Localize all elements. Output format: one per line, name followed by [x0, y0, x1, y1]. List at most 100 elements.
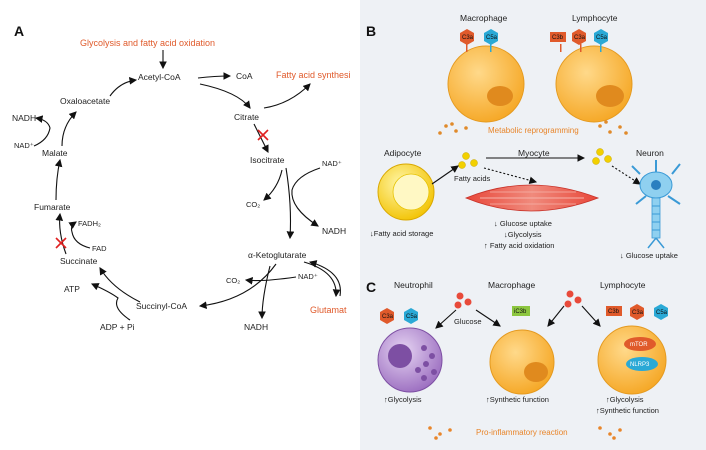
- metabolic-reprogramming-label: Metabolic reprogramming: [488, 126, 579, 135]
- pro-inflammatory-label: Pro-inflammatory reaction: [476, 428, 568, 437]
- svg-text:C5a: C5a: [486, 35, 498, 41]
- malate-to-oxaloacetate-arrow: [61, 111, 77, 147]
- svg-text:C3a: C3a: [462, 35, 474, 41]
- b-macrophage-c3a-receptor-icon: C3a: [460, 29, 474, 45]
- myocyte-cell: [464, 184, 600, 212]
- fatty-acid-synthesis-label: Fatty acid synthesi: [276, 70, 351, 80]
- fatty-acids-label: Fatty acids: [454, 174, 491, 183]
- c-macrophage-cell: [489, 329, 555, 395]
- fad-label: FAD: [92, 244, 107, 253]
- nlrp3-chip-icon: NLRP3: [626, 357, 658, 371]
- svg-text:NLRP3: NLRP3: [630, 362, 650, 368]
- coa-label: CoA: [236, 71, 253, 81]
- isocitrate-to-akg-arrow: [285, 167, 295, 240]
- adp-pi-label: ADP + Pi: [100, 322, 135, 332]
- panel-b-background: [360, 0, 706, 270]
- adipocyte-to-fatty-acids-arrow: [431, 165, 459, 185]
- atp-label: ATP: [64, 284, 80, 294]
- c-lymphocyte-c3b-chip-icon: C3b: [606, 306, 622, 316]
- succinate-label: Succinate: [60, 256, 98, 266]
- c-neutrophil-label: Neutrophil: [394, 280, 433, 290]
- svg-text:C3a: C3a: [632, 310, 644, 316]
- fatty-acid-dots-icon: [458, 148, 612, 169]
- panel-c-letter: C: [366, 279, 376, 295]
- nad-1-label: NAD⁺: [322, 159, 342, 168]
- glycolysis-label: Glycolysis and fatty acid oxidation: [80, 38, 215, 48]
- nad-2-label: NAD⁺: [298, 272, 318, 281]
- co2-2-arrow: [244, 276, 297, 285]
- pro-inflammatory-dots-icon: [428, 426, 622, 440]
- nad-3-label: NAD⁺: [14, 141, 34, 150]
- coa-arrow: [197, 72, 232, 80]
- svg-text:C5a: C5a: [406, 314, 418, 320]
- c-lymphocyte-c5a-receptor-icon: C5a: [654, 304, 668, 320]
- co2-1-label: CO₂: [246, 200, 260, 209]
- adipocyte-label: Adipocyte: [384, 148, 422, 158]
- fatty-acids-to-myocyte-arrow: [483, 167, 538, 185]
- adipocyte-cell: [377, 163, 435, 221]
- svg-text:mTOR: mTOR: [630, 342, 648, 348]
- citrate-to-isocitrate-arrow: [253, 123, 269, 153]
- akg-nadh-arrow: [258, 265, 271, 320]
- glucose-to-macrophage-arrow: [475, 309, 501, 327]
- b-macrophage-c5a-receptor-icon: C5a: [484, 29, 498, 45]
- nad-to-nadh-arrow-3: [33, 115, 51, 147]
- svg-text:C5a: C5a: [596, 35, 608, 41]
- neuron-cell: [631, 160, 681, 249]
- svg-text:C3a: C3a: [382, 314, 394, 320]
- b-lymphocyte-label: Lymphocyte: [572, 13, 618, 23]
- fatty-acids-to-neuron-arrow: [611, 165, 641, 185]
- glucose-to-neutrophil-arrow: [435, 309, 457, 329]
- myocyte-glycolysis-label: ↓Glycolysis: [504, 230, 542, 239]
- b-macrophage-label: Macrophage: [460, 13, 508, 23]
- glucose-dots-icon: [454, 290, 582, 309]
- fadh2-label: FADH₂: [78, 219, 101, 228]
- oxaloacetate-label: Oxaloacetate: [60, 96, 110, 106]
- neutrophil-cell: [377, 327, 443, 393]
- svg-text:C3b: C3b: [552, 35, 564, 41]
- mtor-chip-icon: mTOR: [624, 337, 656, 351]
- nadh-1-label: NADH: [322, 226, 346, 236]
- lymphocyte-glycolysis-label: ↑Glycolysis: [606, 395, 644, 404]
- myocyte-label: Myocyte: [518, 148, 550, 158]
- panel-a-letter: A: [14, 23, 24, 39]
- c-neutrophil-c5a-receptor-icon: C5a: [404, 308, 418, 324]
- succinate-to-fumarate-arrow: [55, 212, 67, 255]
- nadh-3-label: NADH: [12, 113, 36, 123]
- glucose-label: Glucose: [454, 317, 482, 326]
- neuron-glucose-uptake-label: ↓ Glucose uptake: [620, 251, 678, 260]
- lymphocyte-synthetic-label: ↑Synthetic function: [596, 406, 659, 415]
- macrophage-synthetic-label: ↑Synthetic function: [486, 395, 549, 404]
- b-lymphocyte-c3a-receptor-icon: C3a: [572, 29, 586, 45]
- glucose-to-lymphocyte-arrow: [581, 305, 601, 327]
- akg-to-succinyl-coa-arrow: [198, 263, 277, 310]
- co2-2-label: CO₂: [226, 276, 240, 285]
- fatty-acid-storage-label: ↓Fatty acid storage: [370, 229, 433, 238]
- neutrophil-glycolysis-label: ↑Glycolysis: [384, 395, 422, 404]
- c-lymphocyte-label: Lymphocyte: [600, 280, 646, 290]
- c-lymphocyte-c3a-receptor-icon: C3a: [630, 304, 644, 320]
- panel-b-letter: B: [366, 23, 376, 39]
- adp-to-atp-arrow: [90, 283, 131, 321]
- metabolic-dots-icon: [438, 120, 628, 135]
- glutamate-label: Glutamat: [310, 305, 347, 315]
- neuron-label: Neuron: [636, 148, 664, 158]
- svg-text:C5a: C5a: [656, 310, 668, 316]
- isocitrate-label: Isocitrate: [250, 155, 285, 165]
- glutamate-to-akg-arrow: [308, 260, 341, 297]
- b-lymphocyte-c5a-receptor-icon: C5a: [594, 29, 608, 45]
- fumarate-to-malate-arrow: [54, 158, 63, 201]
- b-lymphocyte-c3b-chip-icon: C3b: [550, 32, 566, 42]
- myocyte-fao-label: ↑ Fatty acid oxidation: [484, 241, 554, 250]
- malate-label: Malate: [42, 148, 68, 158]
- acetyl-to-citrate-arrow: [199, 83, 251, 109]
- fad-to-fadh2-arrow: [68, 221, 91, 249]
- fumarate-label: Fumarate: [34, 202, 71, 212]
- svg-text:iC3b: iC3b: [514, 309, 527, 315]
- succinyl-coa-to-succinate-arrow: [99, 267, 141, 303]
- oxaloacetate-to-acetyl-arrow: [109, 77, 138, 97]
- myocyte-glucose-uptake-label: ↓ Glucose uptake: [494, 219, 552, 228]
- b-lymphocyte-cell: [555, 44, 633, 123]
- akg-label: α-Ketoglutarate: [248, 250, 307, 260]
